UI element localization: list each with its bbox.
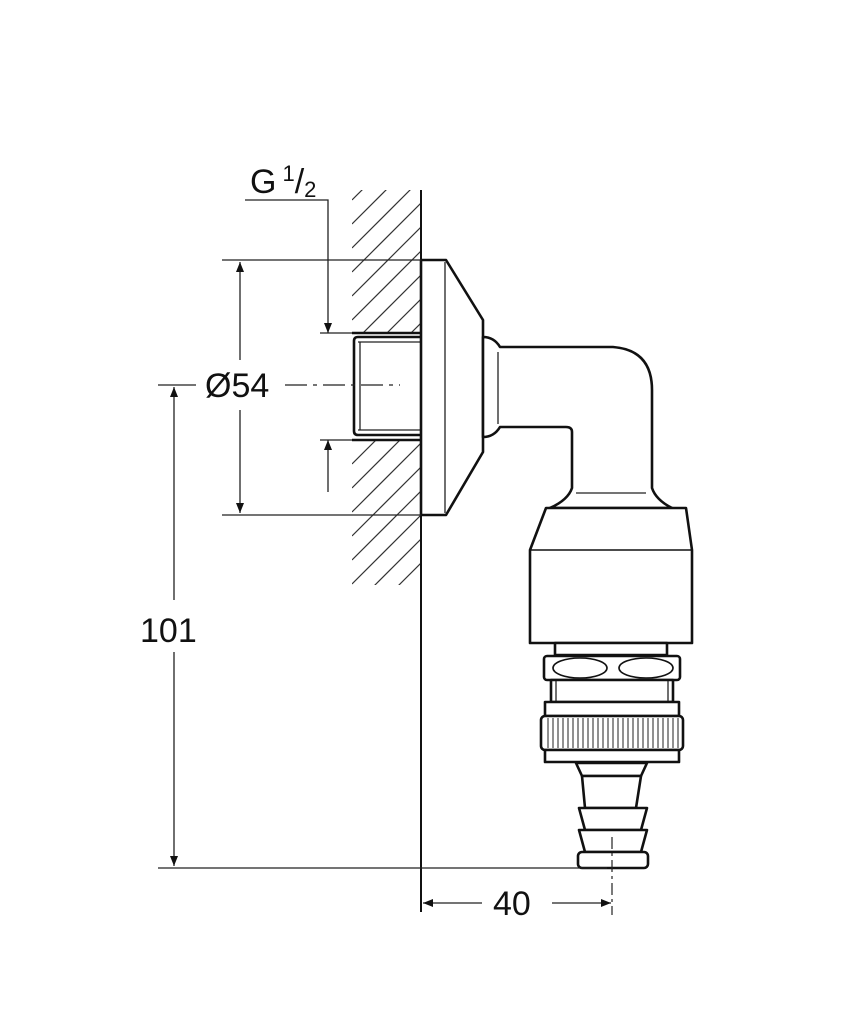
hatch-line xyxy=(352,226,421,297)
hatch-line xyxy=(352,250,421,321)
diameter-dimension: Ø54 xyxy=(205,259,421,516)
hex-nut xyxy=(542,641,682,704)
projection-dimension: 40 xyxy=(423,885,611,923)
elbow-body xyxy=(481,335,674,510)
hatch-line xyxy=(352,466,421,537)
hatch-line xyxy=(352,562,421,585)
hatch-line xyxy=(352,538,421,585)
height-dimension: 101 xyxy=(140,384,607,869)
hatch-line xyxy=(352,190,421,225)
knurled-ring xyxy=(539,700,685,764)
thread-stub xyxy=(352,331,421,442)
diameter-label: Ø54 xyxy=(205,367,269,405)
hatch-line xyxy=(352,490,421,561)
coupling-body xyxy=(528,506,694,645)
wall-flange xyxy=(419,258,485,517)
hatch-line xyxy=(352,190,421,201)
projection-label: 40 xyxy=(493,885,531,923)
hose-tail xyxy=(574,761,650,870)
hatch-line xyxy=(352,514,421,585)
height-label: 101 xyxy=(140,612,197,650)
hatch-line xyxy=(352,442,421,513)
hatch-line xyxy=(352,190,421,249)
